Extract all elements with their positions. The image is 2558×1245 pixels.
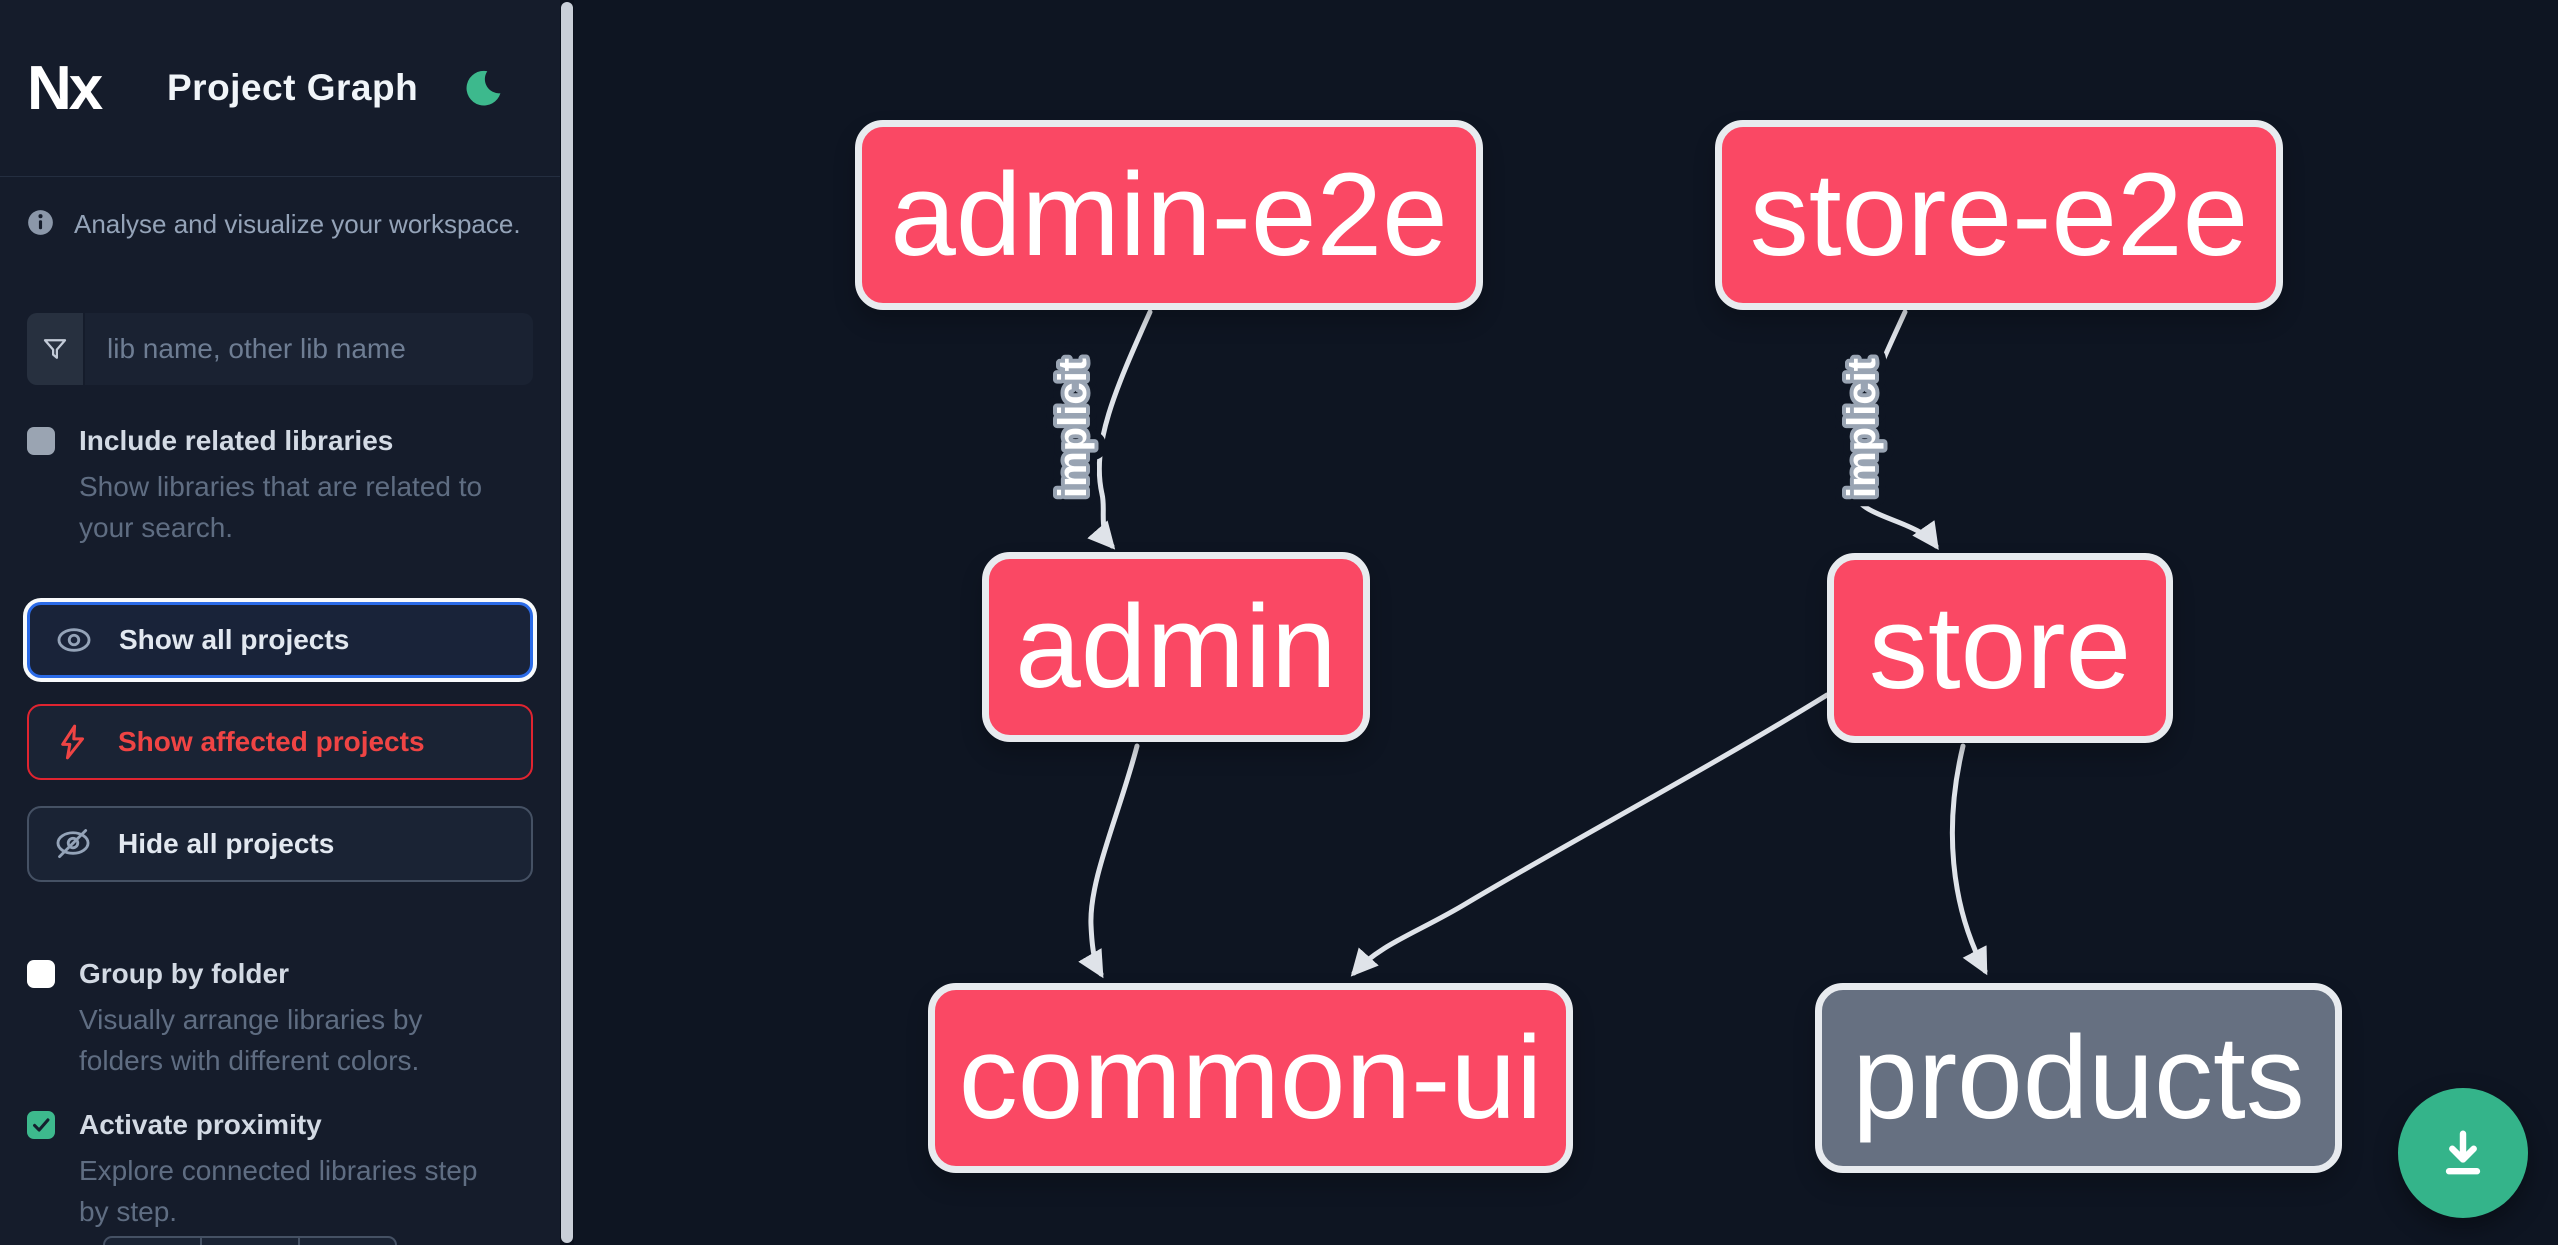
proximity-depth-segment[interactable]	[202, 1238, 300, 1245]
edge-store-to-products	[1949, 743, 1988, 976]
activate-proximity-desc-line1: Explore connected libraries step	[79, 1155, 478, 1186]
toggle-activate-proximity: Activate proximity Explore connected lib…	[0, 1107, 560, 1232]
moon-icon	[466, 70, 501, 106]
project-graph-canvas[interactable]: implicit implicit implicit implicit impl…	[574, 0, 2558, 1245]
proximity-depth-control[interactable]	[103, 1236, 397, 1245]
sidebar: Nx Project Graph Analyse and visualize y…	[0, 0, 560, 1245]
download-graph-button[interactable]	[2398, 1088, 2528, 1218]
activate-proximity-label: Activate proximity	[79, 1109, 322, 1140]
sidebar-header: Nx Project Graph	[0, 0, 560, 177]
edge-label-implicit-admin: implicit implicit implicit	[1040, 347, 1106, 509]
toggle-group-by-folder: Group by folder Visually arrange librari…	[0, 956, 560, 1081]
proximity-depth-segment[interactable]	[105, 1238, 203, 1245]
nx-logo-letters: Nx	[27, 57, 104, 119]
hide-all-projects-label: Hide all projects	[118, 828, 335, 859]
filter-search-box	[27, 313, 533, 385]
activate-proximity-desc: Explore connected libraries step by step…	[79, 1150, 477, 1232]
download-icon	[2445, 1130, 2481, 1175]
activate-proximity-checkbox[interactable]	[27, 1111, 55, 1139]
checkmark-icon	[33, 1118, 50, 1132]
toggle-include-related: Include related libraries Show libraries…	[0, 423, 560, 548]
include-related-desc-line2: your search.	[79, 512, 234, 543]
sidebar-scrollbar-track	[560, 0, 574, 1245]
include-related-desc-line1: Show libraries that are related to	[79, 471, 483, 502]
edge-label-outline: implicit	[1840, 358, 1884, 498]
page-title: Project Graph	[167, 67, 419, 108]
include-related-desc: Show libraries that are related to your …	[79, 466, 482, 548]
hide-all-projects-button[interactable]: Hide all projects	[27, 806, 533, 882]
edge-store-to-common-ui	[1350, 692, 1830, 977]
graph-node-store[interactable]: store	[1827, 553, 2173, 743]
show-affected-projects-label: Show affected projects	[118, 726, 425, 757]
workspace-tagline: Analyse and visualize your workspace.	[74, 209, 521, 239]
group-by-folder-desc: Visually arrange libraries by folders wi…	[79, 999, 422, 1081]
group-by-folder-desc-line1: Visually arrange libraries by	[79, 1004, 423, 1035]
graph-node-admin-e2e[interactable]: admin-e2e	[855, 120, 1483, 310]
edge-admin-to-common-ui	[1078, 743, 1140, 979]
show-all-projects-label: Show all projects	[119, 624, 350, 655]
dependency-edges-layer: implicit implicit implicit implicit impl…	[1040, 309, 1988, 979]
dark-mode-toggle[interactable]	[460, 67, 502, 109]
edge-label-text: implicit	[1840, 358, 1884, 498]
activate-proximity-desc-line2: by step.	[79, 1196, 178, 1227]
workspace-tagline-row: Analyse and visualize your workspace.	[0, 207, 560, 241]
sidebar-scrollbar-thumb[interactable]	[561, 2, 573, 1243]
edge-label-outline: implicit	[1051, 358, 1095, 498]
edge-admin-e2e-to-admin	[1087, 309, 1153, 550]
edge-store-e2e-to-store	[1849, 309, 1939, 550]
show-affected-projects-button[interactable]: Show affected projects	[27, 704, 533, 780]
nx-logo: Nx	[27, 57, 107, 119]
group-by-folder-desc-line2: folders with different colors.	[79, 1045, 420, 1076]
edge-label-text: implicit	[1051, 358, 1095, 498]
graph-node-store-e2e[interactable]: store-e2e	[1715, 120, 2283, 310]
group-by-folder-checkbox[interactable]	[27, 960, 55, 988]
group-by-folder-label: Group by folder	[79, 958, 289, 989]
filter-chip	[27, 313, 85, 385]
lightning-bolt-icon	[61, 724, 85, 760]
graph-node-admin[interactable]: admin	[982, 552, 1370, 742]
filter-funnel-icon	[43, 339, 67, 359]
graph-node-common-ui[interactable]: common-ui	[928, 983, 1573, 1173]
eye-off-icon	[56, 829, 90, 859]
proximity-depth-segment[interactable]	[300, 1238, 395, 1245]
include-related-label: Include related libraries	[79, 425, 394, 456]
search-input[interactable]	[85, 313, 533, 385]
show-all-projects-button[interactable]: Show all projects	[27, 602, 533, 678]
graph-node-products[interactable]: products	[1815, 983, 2342, 1173]
eye-icon	[57, 628, 91, 652]
edge-label-implicit-store: implicit implicit implicit	[1829, 347, 1895, 509]
info-icon	[28, 210, 53, 235]
include-related-checkbox[interactable]	[27, 427, 55, 455]
